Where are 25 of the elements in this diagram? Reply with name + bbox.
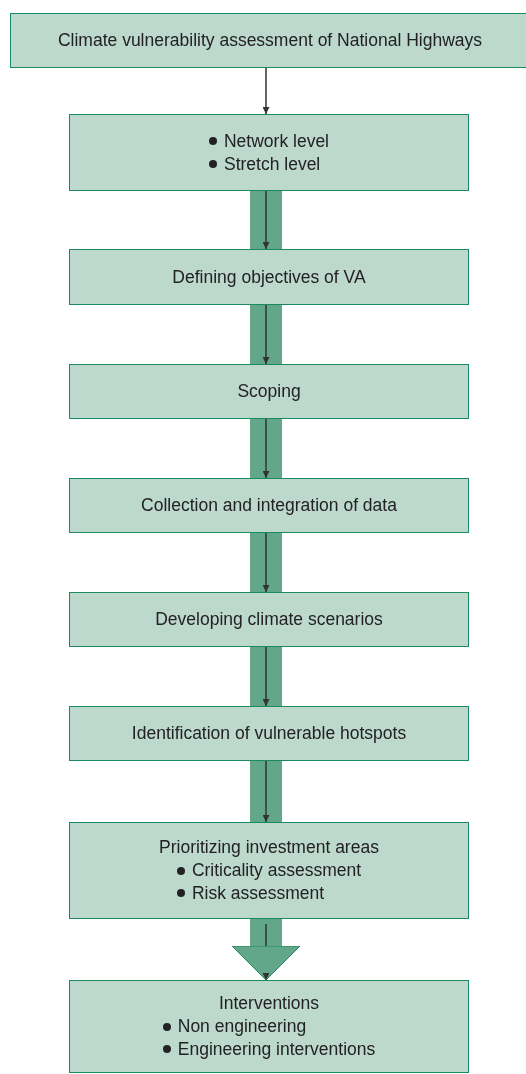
box-text: Developing climate scenarios	[155, 608, 383, 631]
process-box	[69, 114, 469, 191]
list-item: Risk assessment	[191, 881, 325, 905]
list-item: Criticality assessment	[191, 859, 362, 882]
block-arrow	[231, 919, 301, 981]
process-box	[69, 249, 469, 305]
process-box	[10, 13, 526, 68]
process-box	[69, 706, 469, 761]
box-text: Interventions	[218, 992, 320, 1016]
process-box	[69, 822, 469, 919]
box-text: Collection and integration of data	[141, 494, 397, 517]
list-item: Non engineering	[177, 1015, 307, 1038]
box-text: Identification of vulnerable hotspots	[131, 722, 407, 745]
list-item: Network level	[223, 129, 329, 153]
box-text: Prioritizing investment areas	[159, 836, 379, 860]
list-item: Stretch level	[223, 152, 321, 176]
process-box	[69, 980, 469, 1073]
box-text: Defining objectives of VA	[172, 265, 366, 289]
process-box	[69, 478, 469, 533]
arrow	[262, 67, 270, 115]
box-text: Scoping	[237, 380, 301, 403]
process-box	[69, 364, 469, 419]
process-box	[69, 592, 469, 647]
box-text: Climate vulnerability assessment of National Highways	[57, 29, 483, 52]
list-item: Engineering interventions	[177, 1037, 376, 1061]
